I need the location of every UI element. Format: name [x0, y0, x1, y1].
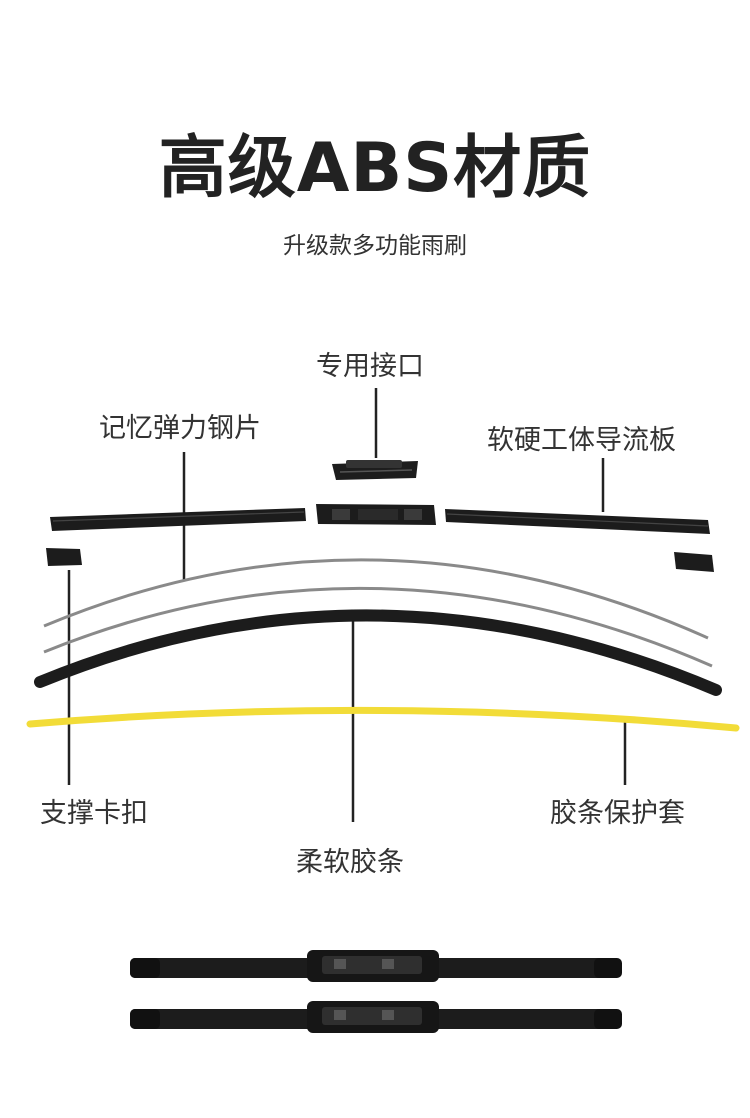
adapter-mount-part — [316, 504, 436, 525]
spring-steel-strip-upper — [43, 558, 709, 640]
support-clip-left — [46, 548, 82, 566]
label-spoiler: 软硬工体导流板 — [487, 425, 676, 456]
page-subtitle: 升级款多功能雨刷 — [283, 233, 467, 259]
rubber-protective-cover — [26, 706, 740, 732]
assembled-wiper-1 — [130, 950, 622, 982]
assembled-wiper-2 — [130, 1001, 622, 1033]
page-title: 高级ABS材质 — [158, 129, 592, 208]
spring-steel-strip-lower — [43, 586, 713, 668]
label-clip: 支撑卡扣 — [40, 798, 148, 829]
support-clip-right — [674, 552, 714, 572]
spoiler-right-part — [445, 509, 710, 534]
label-rubber: 柔软胶条 — [296, 847, 404, 878]
spoiler-left-part — [50, 508, 306, 531]
label-connector: 专用接口 — [316, 351, 424, 382]
special-connector-part — [332, 460, 418, 480]
rubber-strip — [34, 609, 722, 696]
label-cover: 胶条保护套 — [550, 798, 685, 829]
label-spring-steel: 记忆弹力钢片 — [99, 413, 261, 444]
